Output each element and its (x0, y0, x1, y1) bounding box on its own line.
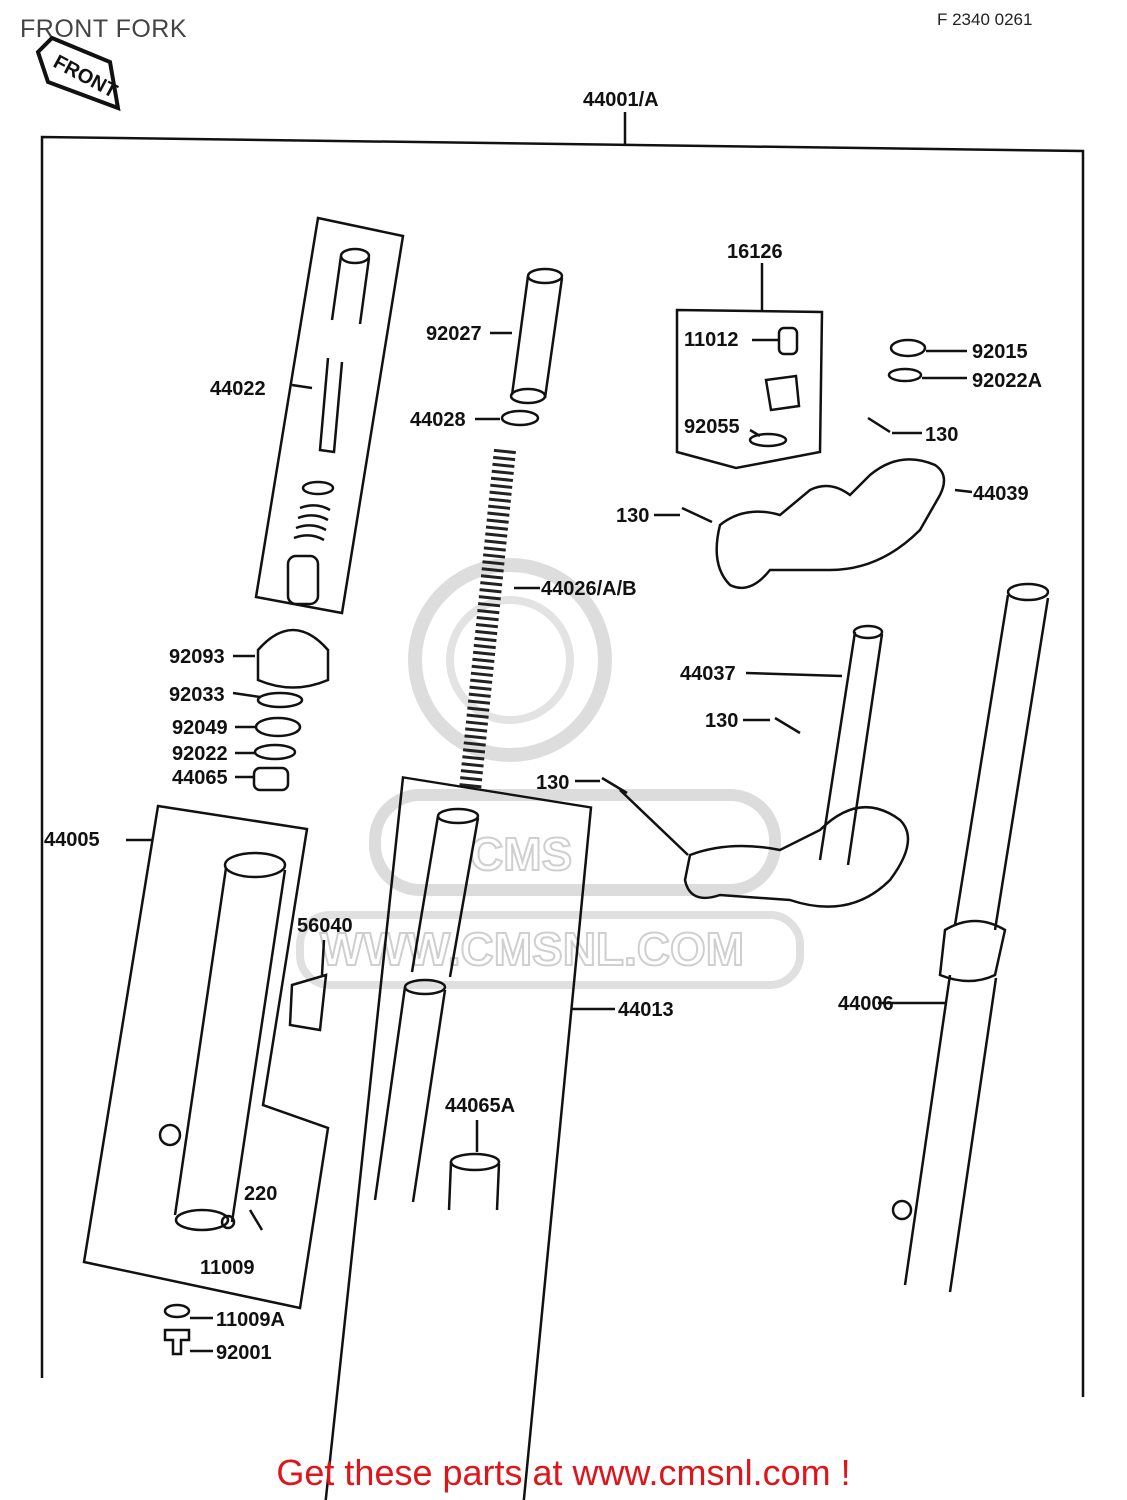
label-44065: 44065 (172, 767, 228, 789)
label-92033: 92033 (169, 684, 225, 706)
fork-spring-group (459, 267, 564, 792)
label-44026: 44026/A/B (541, 578, 637, 600)
label-92027: 92027 (426, 323, 482, 345)
steering-stem (575, 624, 910, 908)
damper-rod-group (254, 216, 405, 615)
label-92022: 92022 (172, 743, 228, 765)
label-44006: 44006 (838, 993, 894, 1015)
upper-bracket (654, 458, 973, 590)
watermark-url: WWW.CMSNL.COM (320, 923, 744, 975)
page-title: FRONT FORK (20, 15, 188, 43)
footer-link[interactable]: Get these parts at www.cmsnl.com ! (276, 1452, 851, 1493)
outer-tube-group (82, 804, 330, 1310)
label-44065A: 44065A (445, 1095, 515, 1117)
reference-code: F 2340 0261 (937, 10, 1033, 29)
label-92022A: 92022A (972, 370, 1042, 392)
label-56040: 56040 (297, 915, 353, 937)
label-130-d: 130 (536, 772, 569, 794)
label-16126: 16126 (727, 241, 783, 263)
right-fork-leg (878, 582, 1050, 1293)
label-130-a: 130 (925, 424, 958, 446)
watermark-logo: CMS (470, 828, 572, 880)
air-valve-group (675, 263, 824, 470)
bottom-hardware (163, 1303, 213, 1356)
label-92015: 92015 (972, 341, 1028, 363)
label-220: 220 (244, 1183, 277, 1205)
label-130-b: 130 (616, 505, 649, 527)
assembly-frame (40, 112, 1085, 1397)
label-11009A: 11009A (216, 1309, 285, 1331)
label-92049: 92049 (172, 717, 228, 739)
seal-stack (232, 628, 330, 792)
label-92055: 92055 (684, 416, 740, 438)
watermark: CMS WWW.CMSNL.COM (296, 558, 804, 989)
label-130-c: 130 (705, 710, 738, 732)
label-44028: 44028 (410, 409, 466, 431)
label-44039: 44039 (973, 483, 1029, 505)
front-direction-tag: FRONT (35, 35, 121, 112)
label-44022: 44022 (210, 378, 266, 400)
label-11009: 11009 (200, 1257, 255, 1279)
label-92093: 92093 (169, 646, 225, 668)
label-44005: 44005 (44, 829, 100, 851)
inner-tube-group (324, 776, 615, 1500)
label-11012: 11012 (684, 329, 739, 351)
label-44001: 44001/A (583, 89, 659, 111)
label-92001: 92001 (216, 1342, 272, 1364)
label-44037: 44037 (680, 663, 736, 685)
label-44013: 44013 (618, 999, 674, 1021)
upper-clamp-hardware (867, 338, 967, 435)
